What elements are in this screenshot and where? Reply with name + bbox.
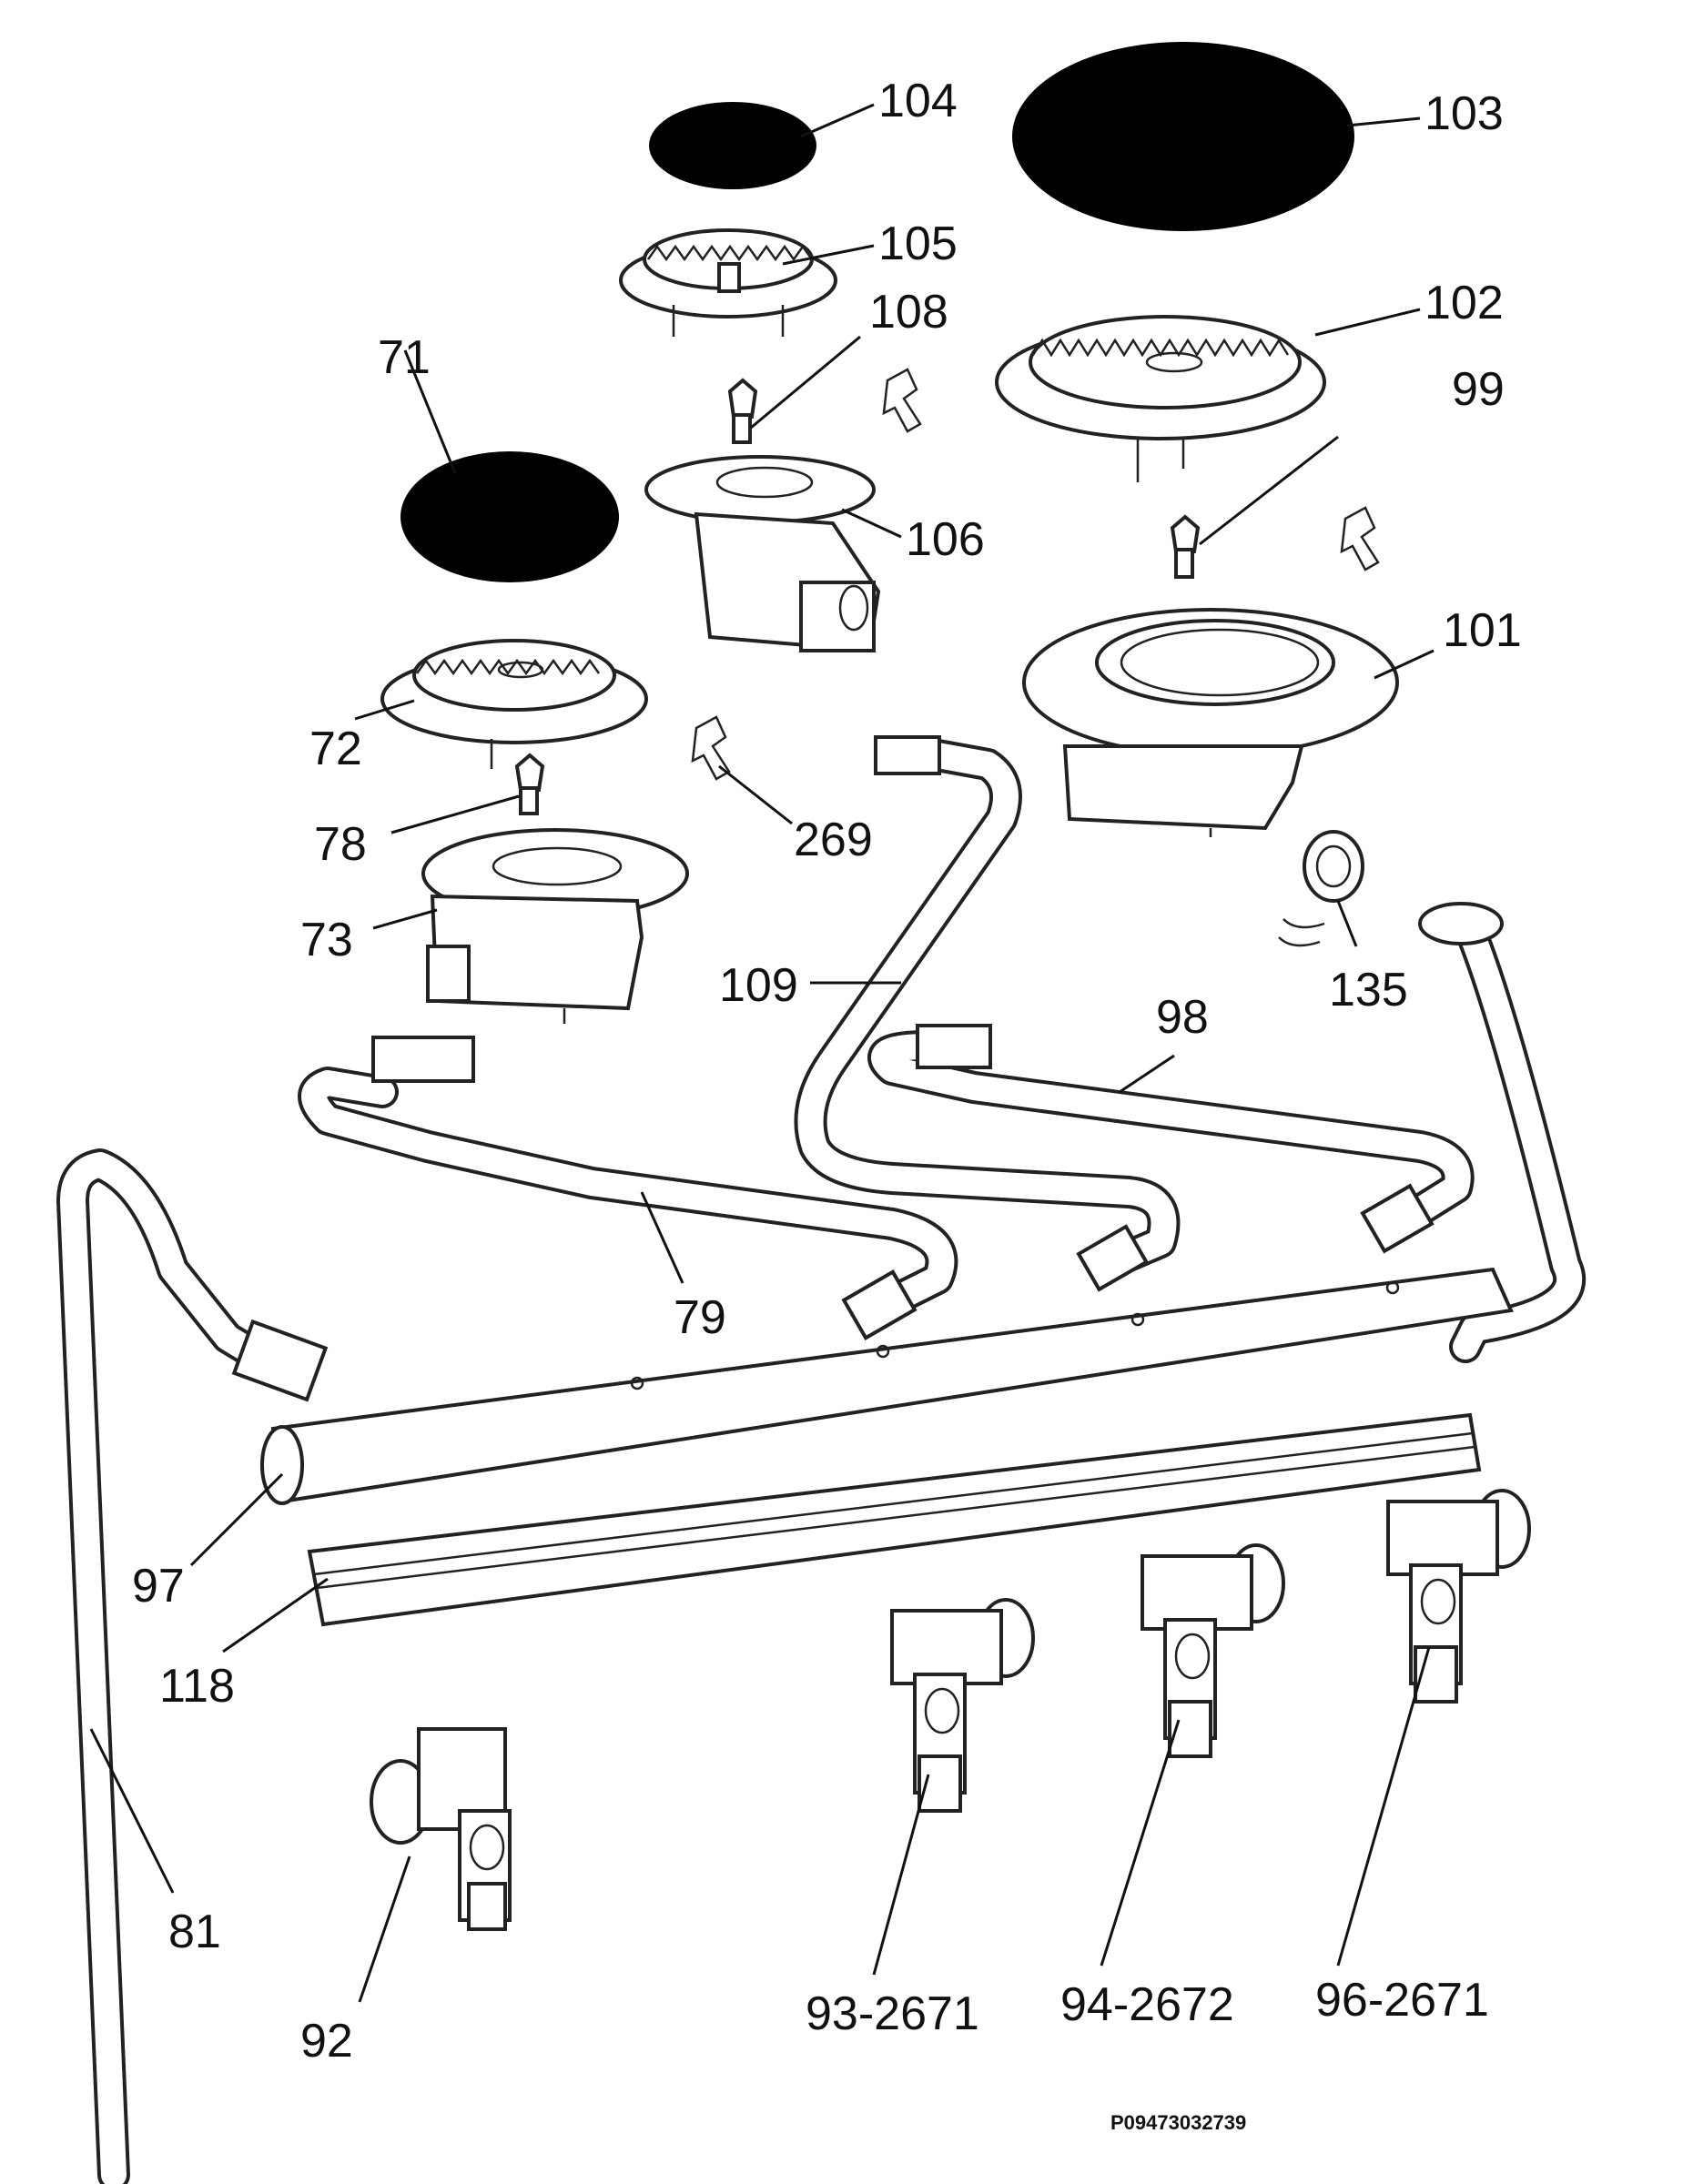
gas-valve-92[interactable] — [370, 1727, 512, 1931]
label-135: 135 — [1329, 964, 1408, 1016]
gas-valve-93[interactable] — [890, 1598, 1035, 1813]
label-105: 105 — [878, 217, 958, 270]
label-104: 104 — [878, 75, 958, 127]
burner-crown-105[interactable] — [619, 228, 837, 337]
label-98: 98 — [1156, 991, 1209, 1044]
label-78: 78 — [314, 818, 367, 871]
panel-rail-118[interactable] — [307, 1412, 1482, 1627]
clip-269-c[interactable] — [691, 715, 731, 781]
burner-body-73[interactable] — [421, 828, 689, 1024]
label-72: 72 — [309, 723, 362, 775]
label-97: 97 — [132, 1560, 185, 1613]
gas-valve-96[interactable] — [1386, 1489, 1531, 1704]
label-101: 101 — [1443, 604, 1522, 657]
clip-269-b[interactable] — [1340, 506, 1380, 571]
bracket-135[interactable] — [1278, 830, 1364, 947]
label-99: 99 — [1452, 363, 1505, 416]
burner-cap-103[interactable] — [1012, 42, 1354, 231]
label-73: 73 — [300, 914, 353, 966]
gas-tube-98[interactable] — [867, 1024, 1475, 1254]
gas-tube-79[interactable] — [298, 1036, 958, 1341]
gas-tube-81[interactable] — [56, 1148, 329, 2184]
burner-cap-104[interactable] — [649, 102, 816, 189]
gas-tube-109[interactable] — [794, 735, 1181, 1292]
gas-tube-main-supply[interactable] — [1418, 902, 1587, 1363]
burner-body-101[interactable] — [1022, 608, 1399, 837]
burner-crown-102[interactable] — [995, 315, 1326, 482]
burner-cap-71[interactable] — [400, 451, 619, 582]
label-81: 81 — [168, 1906, 221, 1958]
label-103: 103 — [1424, 87, 1504, 140]
label-79: 79 — [674, 1291, 726, 1344]
injector-108[interactable] — [727, 378, 758, 444]
injector-78[interactable] — [514, 753, 545, 815]
label-118: 118 — [159, 1660, 235, 1713]
label-94: 94-2672 — [1060, 1978, 1234, 2031]
document-code: P09473032739 — [1110, 2111, 1246, 2134]
clip-269-a[interactable] — [882, 368, 922, 433]
burner-crown-72[interactable] — [380, 639, 648, 769]
label-106: 106 — [906, 513, 985, 566]
label-71: 71 — [378, 331, 431, 384]
label-108: 108 — [869, 286, 948, 339]
label-96: 96-2671 — [1315, 1974, 1489, 2027]
gas-valve-94[interactable] — [1141, 1543, 1285, 1758]
injector-99[interactable] — [1170, 514, 1201, 579]
label-93: 93-2671 — [806, 1987, 979, 2040]
label-92: 92 — [300, 2015, 353, 2068]
label-102: 102 — [1424, 277, 1504, 329]
burner-body-106[interactable] — [644, 455, 881, 653]
label-269: 269 — [794, 814, 873, 866]
label-109: 109 — [719, 959, 798, 1012]
